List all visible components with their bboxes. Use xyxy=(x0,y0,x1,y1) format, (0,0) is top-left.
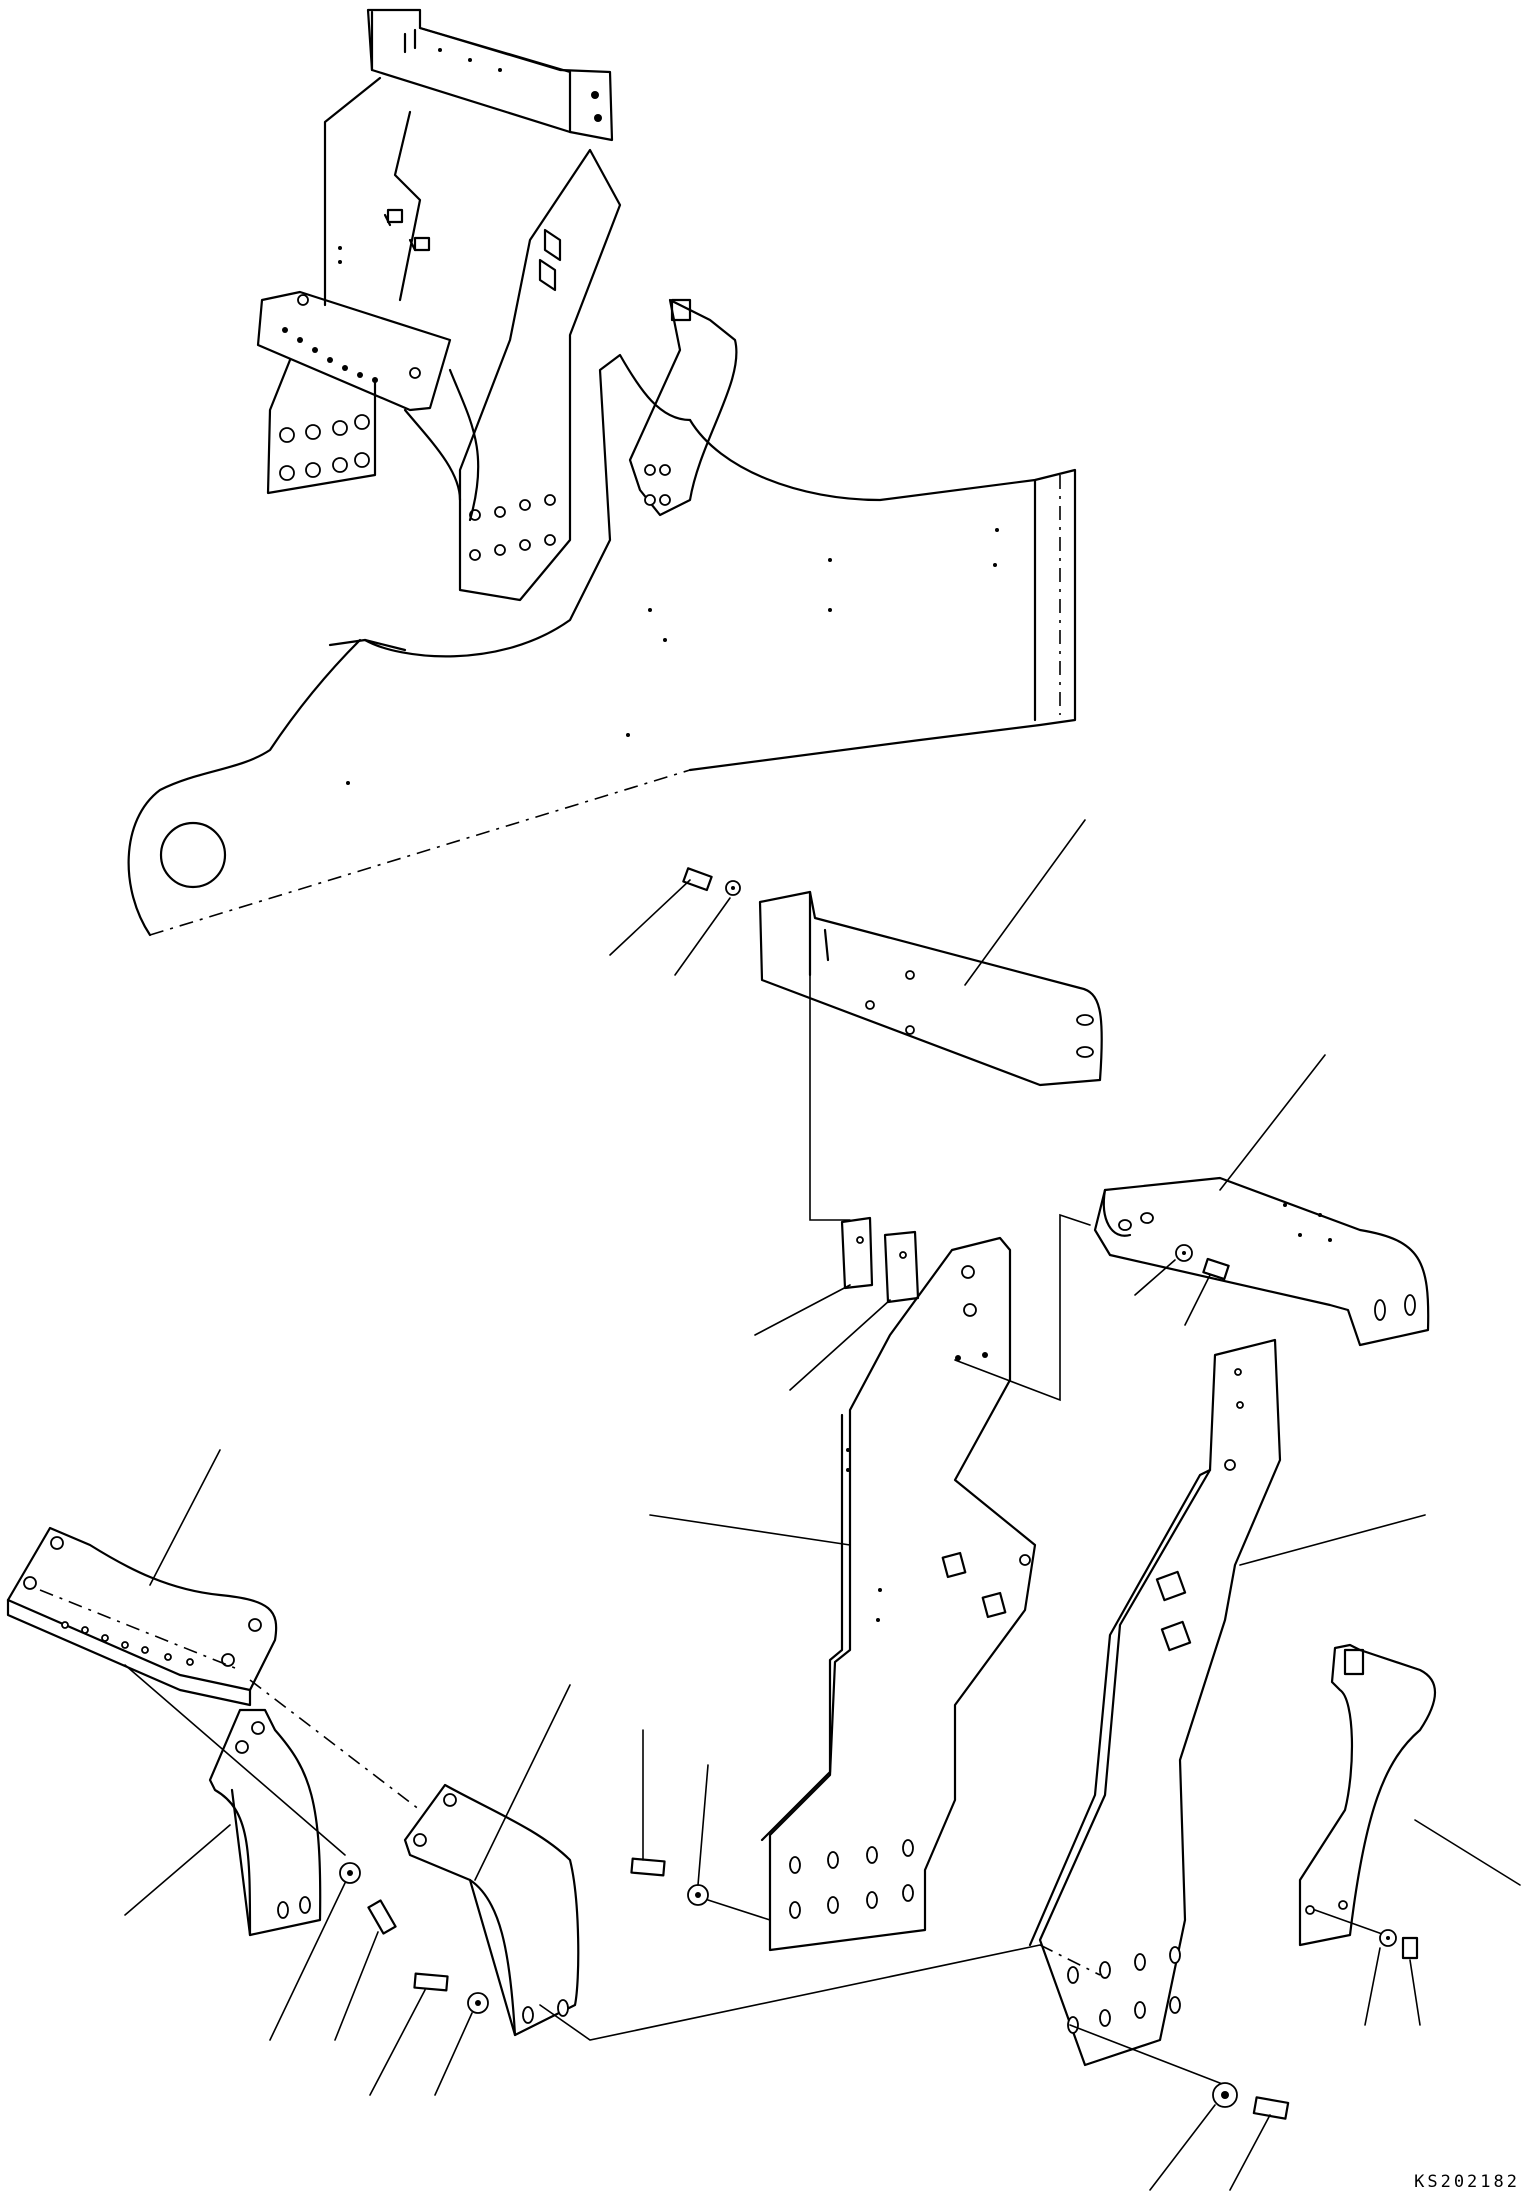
left-small-bracket xyxy=(124,1708,322,1937)
right-top-bracket xyxy=(954,1054,1430,1402)
spacer-plate-1 xyxy=(754,1216,874,1336)
main-frame xyxy=(127,8,1077,937)
bolt xyxy=(1229,2096,1290,2191)
washer xyxy=(1364,1929,1397,2026)
washer xyxy=(687,1764,771,1921)
bolt xyxy=(334,1899,397,2041)
upper-bracket xyxy=(758,819,1103,1087)
right-support-arm xyxy=(1028,1338,1426,2086)
washer xyxy=(434,1992,489,2096)
bolt xyxy=(1401,1936,1421,2026)
spacer-plate-2 xyxy=(789,1230,920,1391)
bolt xyxy=(369,1972,449,2096)
bolt xyxy=(1184,1257,1230,1326)
washer xyxy=(1149,2082,1238,2191)
bolt xyxy=(609,867,713,956)
left-cross-plate xyxy=(6,1449,421,1856)
washer xyxy=(1134,1244,1193,1296)
drawing-code-label: KS202182 xyxy=(1414,2172,1520,2192)
center-support-arm xyxy=(649,1236,1037,1952)
bolt xyxy=(630,1729,666,1877)
far-right-bracket xyxy=(1298,1643,1521,1947)
washer xyxy=(674,880,741,976)
washer xyxy=(269,1862,361,2041)
left-curved-bracket xyxy=(403,1684,580,2037)
